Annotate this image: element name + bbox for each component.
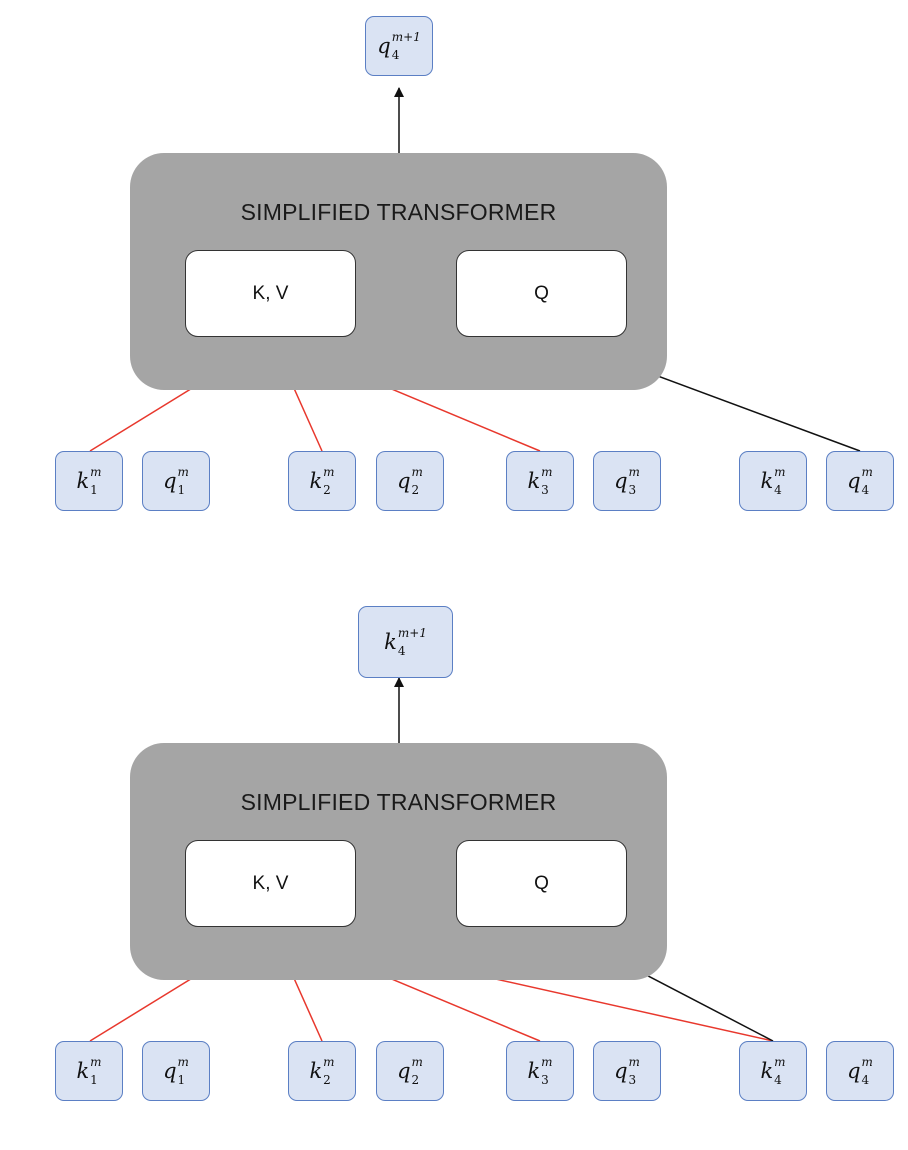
transformer-title: SIMPLIFIED TRANSFORMER [240, 789, 557, 815]
transformer-block: SIMPLIFIED TRANSFORMER K, V Q [130, 153, 667, 390]
transformer-block: SIMPLIFIED TRANSFORMER K, V Q [130, 743, 667, 980]
kv-box: K, V [185, 840, 356, 927]
q-box: Q [456, 840, 627, 927]
q-box: Q [456, 250, 627, 337]
transformer-title: SIMPLIFIED TRANSFORMER [240, 199, 557, 225]
kv-box: K, V [185, 250, 356, 337]
